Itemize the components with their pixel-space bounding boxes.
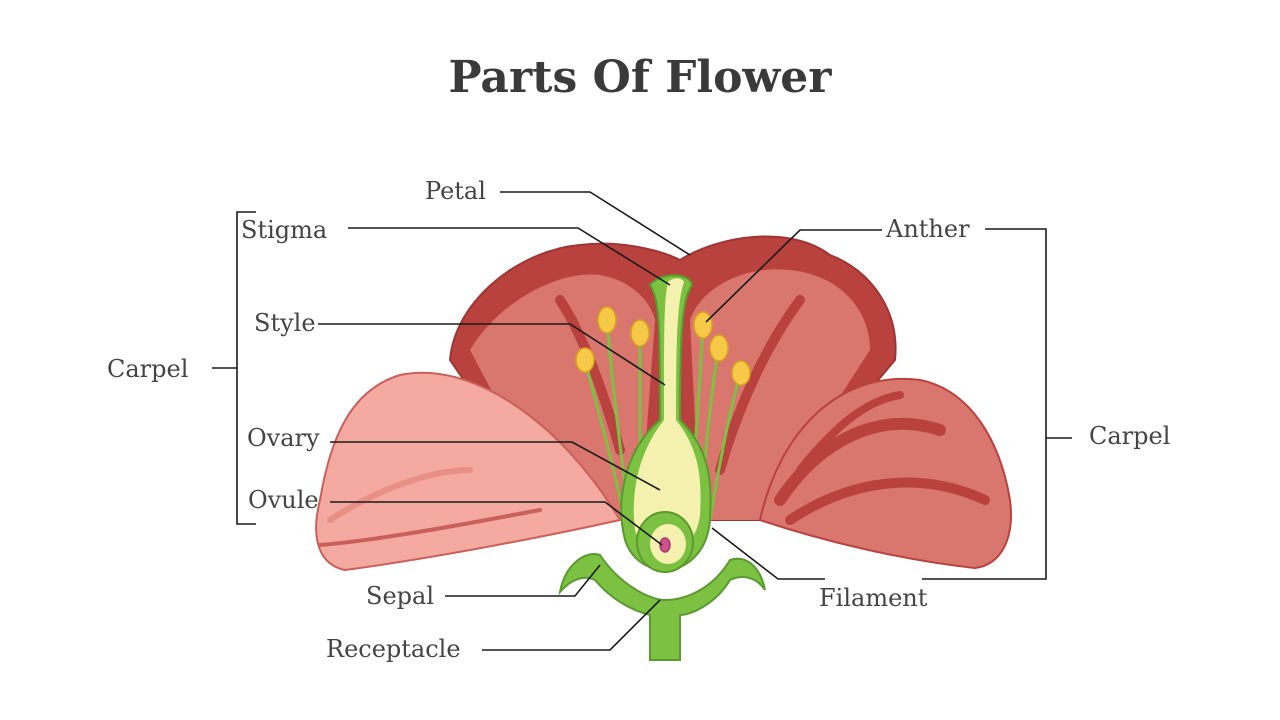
page-title: Parts Of Flower	[448, 52, 832, 103]
leader-lines	[212, 191, 1072, 651]
label-sepal: Sepal	[366, 582, 434, 610]
label-ovule: Ovule	[248, 486, 319, 514]
label-petal: Petal	[425, 177, 486, 205]
label-stigma: Stigma	[241, 216, 328, 244]
label-receptacle: Receptacle	[326, 635, 461, 663]
sepals-receptacle	[558, 553, 766, 661]
label-style: Style	[254, 309, 316, 337]
label-filament: Filament	[819, 584, 928, 612]
label-carpel-right: Carpel	[1089, 422, 1171, 450]
label-ovary: Ovary	[247, 424, 320, 452]
label-anther: Anther	[886, 215, 970, 243]
label-carpel-left: Carpel	[107, 355, 189, 383]
